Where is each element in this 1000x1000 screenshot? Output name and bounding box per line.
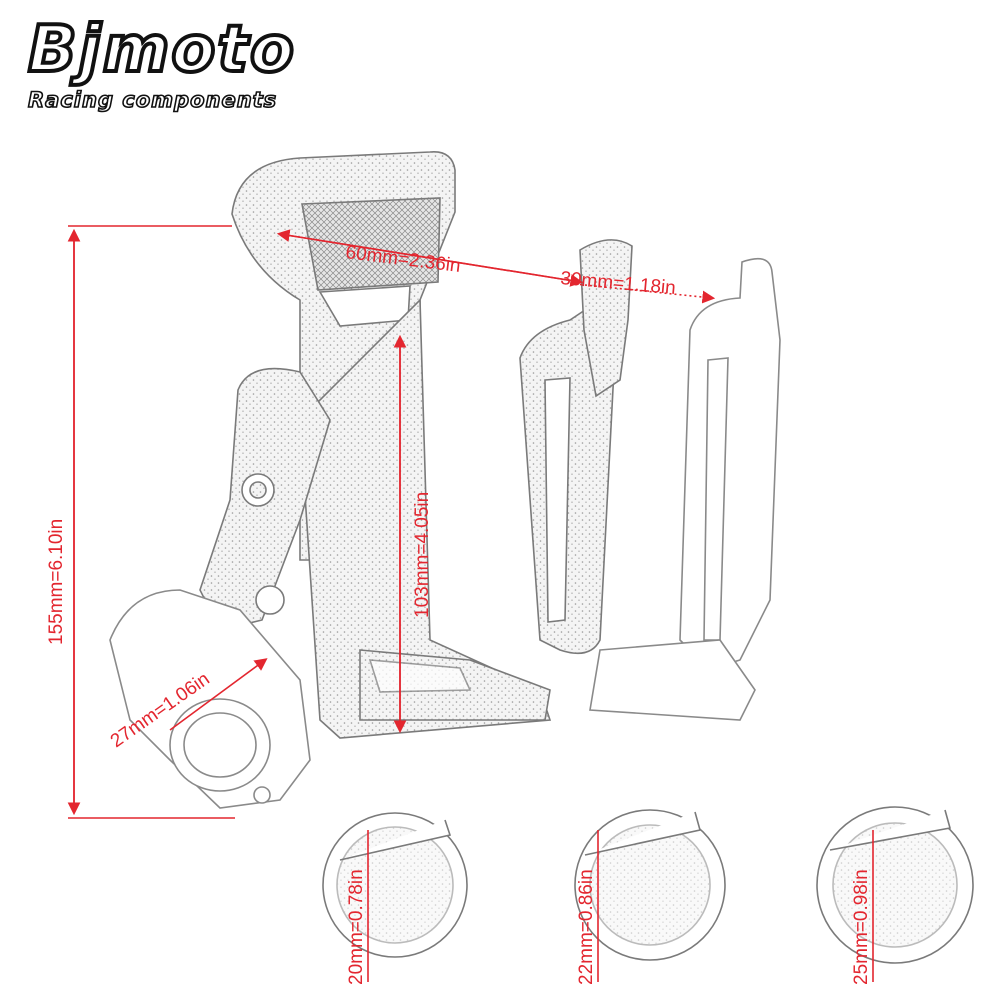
- label-adapter-2: 22mm=0.86in: [576, 869, 597, 985]
- label-height-inner: 103mm=4.05in: [412, 492, 433, 618]
- label-adapter-3: 25mm=0.98in: [851, 869, 872, 985]
- adapter-ring-1: [322, 812, 468, 982]
- holder-right-arm: [589, 257, 781, 721]
- label-adapter-1: 20mm=0.78in: [346, 869, 367, 985]
- dimension-lines: [67, 225, 716, 819]
- mount-bracket: [199, 367, 331, 631]
- brand-logo: Bjmoto Racing components: [26, 13, 296, 113]
- adapter-ring-3: [816, 806, 974, 982]
- adapter-ring-2: [574, 809, 726, 982]
- label-height-total: 155mm=6.10in: [46, 519, 67, 645]
- holder-main-body: [231, 151, 633, 739]
- brand-name: Bjmoto: [26, 13, 296, 87]
- brand-tagline: Racing components: [27, 87, 278, 113]
- handlebar-clamp: [109, 589, 311, 809]
